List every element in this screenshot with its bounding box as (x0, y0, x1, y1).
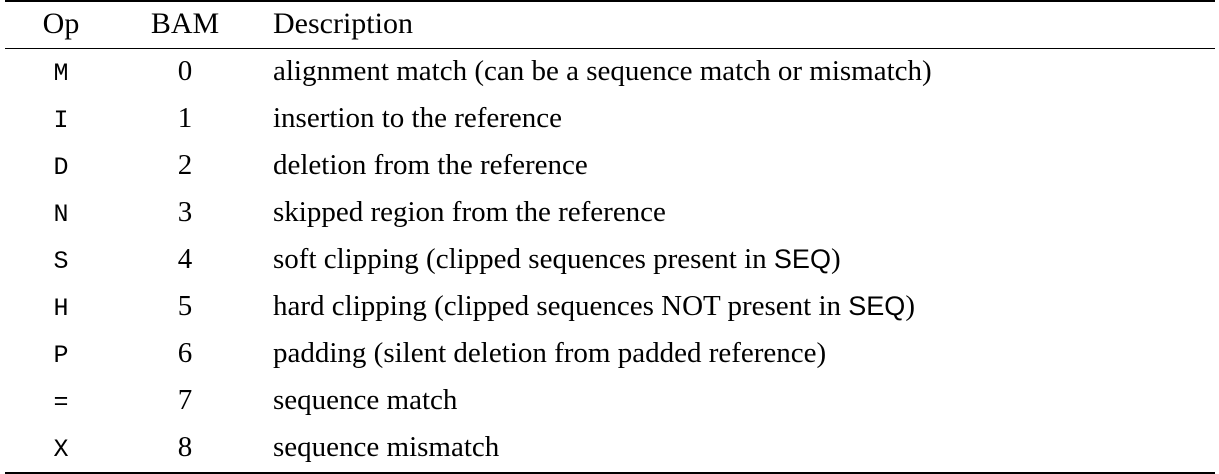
cell-bam: 4 (177, 243, 193, 275)
cell-description: hard clipping (clipped sequences NOT pre… (265, 284, 1215, 331)
column-header-bam: BAM (105, 0, 265, 49)
column-header-op: Op (5, 0, 105, 49)
column-header-description: Description (265, 0, 1215, 49)
cell-bam: 2 (177, 149, 193, 181)
table-header-row: Op BAM Description (5, 0, 1215, 49)
cell-description: skipped region from the reference (273, 196, 666, 228)
table-row: X 8 sequence mismatch (5, 425, 1215, 473)
table-body: M 0 alignment match (can be a sequence mat… (5, 49, 1215, 474)
cell-description: insertion to the reference (273, 102, 563, 134)
cell-op: D (53, 153, 69, 182)
table-row: H 5 hard clipping (clipped sequences NOT p… (5, 284, 1215, 331)
cell-bam: 8 (177, 431, 193, 463)
cell-description: deletion from the reference (273, 149, 588, 181)
table-row: D 2 deletion from the reference (5, 143, 1215, 190)
cell-bam: 3 (177, 196, 193, 228)
description-text-tail: ) (905, 290, 915, 322)
seq-field-name: SEQ (773, 244, 831, 274)
seq-field-name: SEQ (848, 291, 906, 321)
cell-op: I (53, 106, 69, 135)
cell-description: sequence mismatch (273, 431, 500, 463)
cell-op: = (53, 388, 69, 417)
table-row: P 6 padding (silent deletion from padded r… (5, 331, 1215, 378)
table-row: S 4 soft clipping (clipped sequences prese… (5, 237, 1215, 284)
table-row: = 7 sequence match (5, 378, 1215, 425)
description-text-tail: ) (830, 243, 841, 275)
table-header: Op BAM Description (5, 0, 1215, 49)
cell-description: soft clipping (clipped sequences present… (265, 237, 1215, 284)
cell-op: H (53, 294, 69, 323)
cell-op: P (53, 341, 69, 370)
description-text: hard clipping (clipped sequences NOT pre… (273, 290, 849, 322)
cell-description: sequence match (273, 384, 458, 416)
cell-bam: 7 (177, 384, 193, 416)
cell-bam: 5 (177, 290, 193, 322)
table-container: Op BAM Description M 0 alignment match (ca… (5, 0, 1215, 474)
description-text: soft clipping (clipped sequences present… (273, 243, 774, 275)
cell-op: X (53, 435, 69, 464)
cell-op: S (53, 247, 69, 276)
cell-bam: 0 (177, 55, 193, 87)
table-row: I 1 insertion to the reference (5, 96, 1215, 143)
cigar-operations-table: Op BAM Description M 0 alignment match (ca… (5, 0, 1215, 474)
cell-description: alignment match (can be a sequence match… (273, 55, 932, 87)
cell-op: M (53, 59, 69, 88)
cell-bam: 6 (177, 337, 193, 369)
table-row: M 0 alignment match (can be a sequence mat… (5, 49, 1215, 97)
table-row: N 3 skipped region from the reference (5, 190, 1215, 237)
cell-bam: 1 (177, 102, 193, 134)
cell-description: padding (silent deletion from padded ref… (273, 337, 827, 369)
cell-op: N (53, 200, 69, 229)
